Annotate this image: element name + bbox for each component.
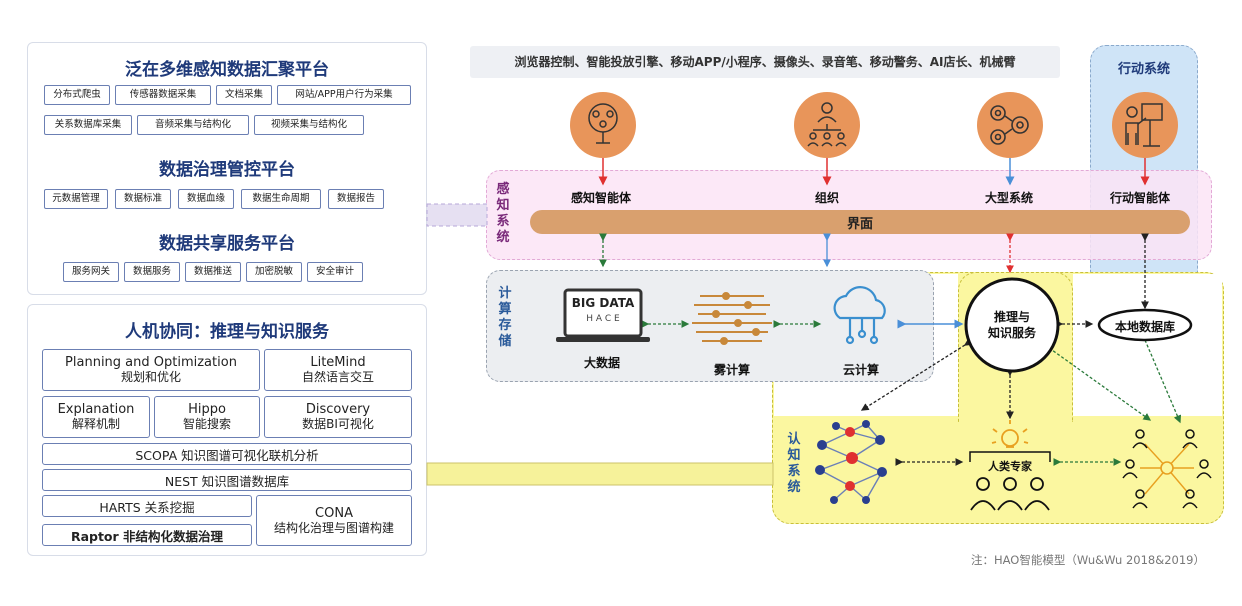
module-discovery: Discovery 数据BI可视化 [264,396,412,438]
tag-push: 数据推送 [185,262,241,282]
interface-label: 界面 [846,217,873,232]
interface-bar [530,210,1190,234]
perception-system-label: 感 知 系 统 [496,182,510,245]
module-scopa: SCOPA 知识图谱可视化联机分析 [42,443,412,465]
cloud-label: 云计算 [843,363,880,377]
arrow-reasoning-crowd [1037,338,1152,421]
module-hippo: Hippo 智能搜索 [154,396,260,438]
tag-gateway: 服务网关 [63,262,119,282]
tag-audit: 安全审计 [307,262,363,282]
agent-action: 行动智能体 [1110,191,1171,205]
big-data-logo-top: BIG DATA [571,296,635,310]
agent-perception: 感知智能体 [571,191,632,205]
tag-metadata: 元数据管理 [44,189,108,209]
module-explanation: Explanation 解释机制 [42,396,150,438]
human-experts-icon [970,477,1050,511]
tag-web-app: 网站/APP用户行为采集 [277,85,411,105]
platform3-title: 数据共享服务平台 [159,234,295,254]
action-system-title: 行动系统 [1117,62,1170,77]
tag-lineage: 数据血缘 [178,189,234,209]
reasoning-label: 推理与 知识服务 [987,310,1036,340]
neural-network-icon [815,420,887,504]
tag-sensor: 传感器数据采集 [115,85,211,105]
module-nest: NEST 知识图谱数据库 [42,469,412,491]
tag-report: 数据报告 [328,189,384,209]
action-agent-icon [1125,103,1163,147]
tag-doc: 文档采集 [216,85,272,105]
organization-icon [807,102,847,147]
module-cona: CONA 结构化治理与图谱构建 [256,495,412,546]
top-devices-box: 浏览器控制、智能投放引擎、移动APP/小程序、摄像头、录音笔、移动警务、AI店长… [470,46,1060,78]
bigdata-label: 大数据 [584,356,621,370]
gears-icon [990,105,1029,145]
tag-data-service: 数据服务 [124,262,180,282]
big-data-laptop-icon [556,288,650,342]
expert-bracket [969,451,1051,462]
agent-large-system: 大型系统 [985,191,1034,205]
module-planning: Planning and Optimization 规划和优化 [42,349,260,391]
fog-computing-icon [692,292,772,345]
services-title: 人机协同：推理与知识服务 [125,322,329,342]
big-data-logo-bottom: H A C E [586,314,620,324]
large-system-circle [977,92,1043,158]
arrow-reasoning-network [860,338,973,411]
tag-audio: 音频采集与结构化 [137,115,249,135]
reasoning-circle [964,277,1060,373]
lightbulb-icon [991,420,1029,448]
brain-icon [588,103,618,144]
platform1-title: 泛在多维感知数据汇聚平台 [125,60,329,80]
action-agent-circle [1112,92,1178,158]
module-harts: HARTS 关系挖掘 [42,495,252,517]
tag-crawler: 分布式爬虫 [44,85,110,105]
module-litemind: LiteMind 自然语言交互 [264,349,412,391]
perception-agent-circle [570,92,636,158]
fog-label: 雾计算 [714,363,751,377]
agent-organization: 组织 [815,191,840,205]
tag-lifecycle: 数据生命周期 [241,189,321,209]
tag-standard: 数据标准 [115,189,171,209]
platform2-title: 数据治理管控平台 [159,160,295,180]
link-bar-bottom [426,462,774,486]
compute-region [486,270,934,382]
cloud-computing-icon [833,286,886,345]
tag-encrypt: 加密脱敏 [246,262,302,282]
services-panel: 人机协同：推理与知识服务 Planning and Optimization 规… [27,304,427,556]
tag-rdb: 关系数据库采集 [44,115,132,135]
local-db-ellipse [1097,308,1193,342]
tag-video: 视频采集与结构化 [254,115,364,135]
arrow-localdb-crowd [1138,332,1182,424]
local-db-label: 本地数据库 [1114,320,1175,334]
data-platforms-panel: 泛在多维感知数据汇聚平台 分布式爬虫 传感器数据采集 文档采集 网站/APP用户… [27,42,427,295]
footnote: 注：HAO智能模型（Wu&Wu 2018&2019） [971,553,1205,567]
cognitive-system-label: 认 知 系 统 [787,432,801,495]
compute-storage-label: 计 算 存 储 [498,286,512,349]
crowd-icon [1122,429,1212,509]
human-expert-label: 人类专家 [988,460,1032,473]
module-raptor: Raptor 非结构化数据治理 [42,524,252,546]
link-bar-top [426,203,488,227]
